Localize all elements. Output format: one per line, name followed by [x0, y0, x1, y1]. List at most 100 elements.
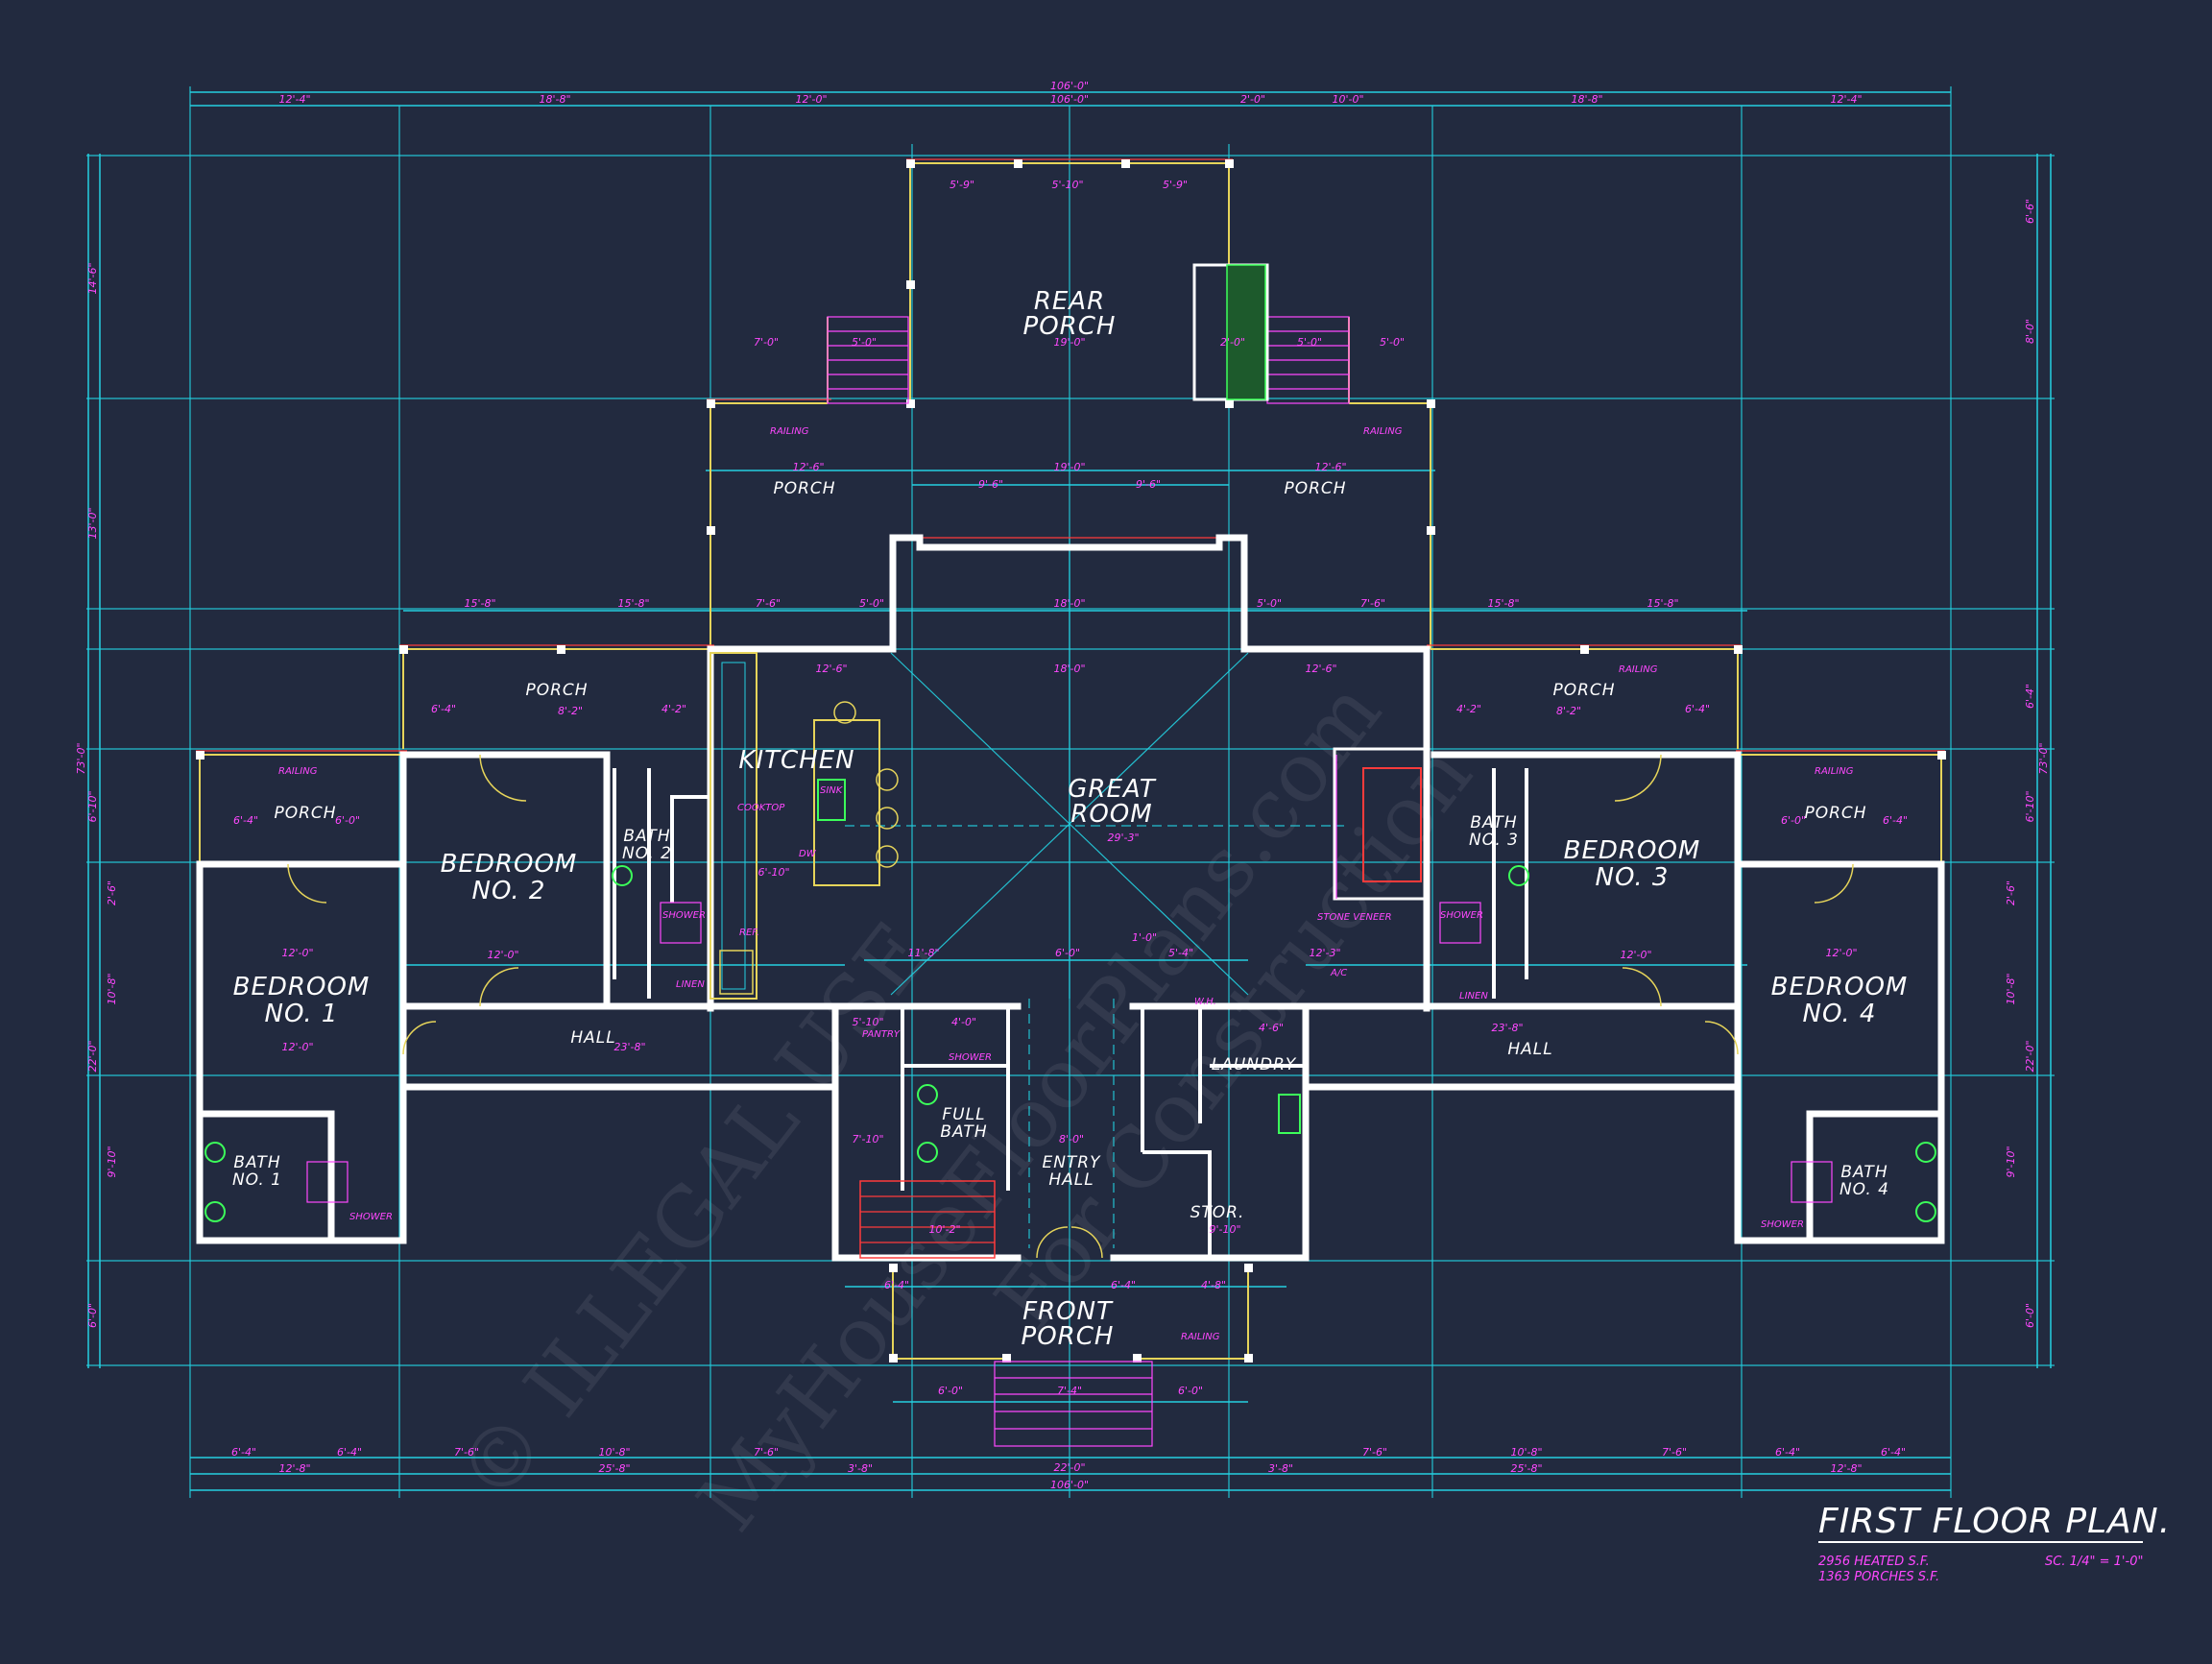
dim-wing-r-4: 15'-8": [1647, 597, 1678, 610]
watermark-text-1: © ILLEGAL USE: [440, 905, 950, 1520]
dim-right-7: 10'-8": [2005, 973, 2017, 1004]
dim-front-porch-2: 6'-4": [1111, 1279, 1136, 1291]
dim-great-room-w2: 18'-0": [1053, 663, 1085, 675]
bedroom-4-label-2: NO. 4: [1803, 1000, 1877, 1028]
note-stone-veneer: STONE VENEER: [1317, 912, 1392, 923]
walls: [196, 534, 1945, 1262]
dim-misc-10: 7'-10": [852, 1133, 883, 1146]
dim-porch-top-mid: 19'-0": [1053, 461, 1085, 473]
porch-columns: [196, 159, 1946, 1363]
porch-bed1-label: PORCH: [274, 804, 336, 823]
dim-bottom1-8: 7'-6": [1662, 1446, 1687, 1459]
dim-kitchen-w: 12'-6": [815, 663, 847, 675]
dim-bottom2-3: 3'-8": [848, 1462, 873, 1475]
dim-misc-1: 11'-8": [907, 947, 939, 959]
bath-2-label-1: BATH: [623, 827, 670, 846]
full-bath-label-1: FULL: [942, 1105, 985, 1124]
dim-left-4: 6'-10": [86, 790, 99, 822]
great-room-label-2: ROOM: [1070, 800, 1152, 829]
stor-label: STOR.: [1190, 1203, 1245, 1222]
bath-1-label-1: BATH: [233, 1153, 280, 1172]
dim-front-step-3: 6'-0": [1178, 1385, 1203, 1397]
dim-right-8: 22'-0": [2024, 1040, 2036, 1072]
hall-left-label: HALL: [570, 1028, 615, 1048]
dim-bottom1-4: 10'-8": [598, 1446, 630, 1459]
dim-front-porch-1: 6'-4": [884, 1279, 909, 1291]
rear-porch-label-2: PORCH: [1023, 312, 1117, 341]
bedroom-2-label-2: NO. 2: [472, 877, 546, 905]
bedroom-1-label-2: NO. 1: [265, 1000, 339, 1028]
kitchen-label: KITCHEN: [738, 746, 854, 775]
dim-top-seg-6: 18'-8": [1571, 93, 1602, 106]
dim-bed2-w: 12'-0": [487, 949, 518, 961]
dim-rear-seg-2: 5'-10": [1051, 179, 1083, 191]
note-pantry: PANTRY: [862, 1029, 901, 1040]
porch-bed4-label: PORCH: [1804, 804, 1866, 823]
dim-bottom2-7: 12'-8": [1830, 1462, 1862, 1475]
note-sink: SINK: [820, 785, 844, 796]
note-linen-left: LINEN: [676, 979, 705, 990]
dim-top-seg-4: 2'-0": [1240, 93, 1265, 106]
dim-hall-w: 23'-8": [613, 1041, 645, 1053]
dim-step-left-2: 5'-0": [852, 336, 877, 349]
note-linen-right: LINEN: [1459, 991, 1488, 1001]
bath-3-label-1: BATH: [1470, 813, 1517, 832]
dim-top-seg-3: 12'-0": [795, 93, 827, 106]
dim-kitchen-d: 6'-10": [757, 866, 789, 879]
note-shower-center: SHOWER: [949, 1052, 992, 1063]
dim-front-porch-3: 4'-8": [1201, 1279, 1226, 1291]
dim-step-right-2: 5'-0": [1380, 336, 1405, 349]
dimension-grid: [86, 86, 2055, 1498]
dimension-labels: 106'-0" 106'-0" 12'-4" 18'-8" 12'-0" 2'-…: [75, 80, 2050, 1491]
dim-overall-top: 106'-0": [1050, 80, 1089, 92]
dim-bottom1-1: 6'-4": [231, 1446, 256, 1459]
dim-hall-w-r: 23'-8": [1491, 1022, 1523, 1034]
dim-top-seg-2: 18'-8": [539, 93, 570, 106]
dim-porch-bed4-1: 6'-0": [1781, 814, 1806, 827]
dim-bottom2-5: 3'-8": [1268, 1462, 1293, 1475]
annotation-notes: RAILING RAILING RAILING RAILING RAILING …: [278, 426, 1854, 1342]
dim-overall-bottom: 106'-0": [1050, 1479, 1089, 1491]
porches-sf: 1363 PORCHES S.F.: [1818, 1570, 1939, 1584]
note-railing-4: RAILING: [1815, 766, 1854, 777]
dim-porch-sub-1: 9'-6": [978, 478, 1003, 491]
dim-left-1: 14'-6": [86, 262, 99, 294]
dim-porch-bed-r-1: 4'-2": [1456, 703, 1481, 715]
dim-bottom1-7: 10'-8": [1510, 1446, 1542, 1459]
plan-scale: SC. 1/4" = 1'-0": [2045, 1555, 2143, 1569]
note-cooktop: COOKTOP: [737, 803, 785, 813]
dim-bed3-w: 12'-0": [1620, 949, 1651, 961]
dim-step-right: 5'-0": [1297, 336, 1322, 349]
bedroom-4-label-1: BEDROOM: [1771, 973, 1909, 1001]
dim-misc-3: 1'-0": [1132, 931, 1157, 944]
dim-left-9: 6'-0": [86, 1303, 99, 1328]
dim-porch-bed1-2: 6'-0": [335, 814, 360, 827]
note-ac: A/C: [1330, 968, 1347, 978]
bedroom-2-label-1: BEDROOM: [441, 850, 578, 879]
note-shower-bath1: SHOWER: [349, 1212, 393, 1222]
dim-misc-6: 4'-6": [1259, 1022, 1284, 1034]
entry-hall-label-2: HALL: [1048, 1170, 1094, 1190]
dim-porch-bed-r-3: 6'-4": [1685, 703, 1710, 715]
dim-bed4-w: 12'-0": [1825, 947, 1857, 959]
dim-porch-bed4-2: 6'-4": [1883, 814, 1908, 827]
dim-wing-l-4: 5'-0": [859, 597, 884, 610]
dim-bottom1-6: 7'-6": [1362, 1446, 1387, 1459]
dim-bottom1-5: 7'-6": [754, 1446, 779, 1459]
dim-front-porch-w: 22'-0": [1053, 1461, 1085, 1474]
fireplaces: [1192, 263, 1429, 901]
dim-right-1: 6'-6": [2024, 199, 2036, 224]
dim-left-3: 73'-0": [75, 742, 87, 774]
dim-misc-7: 4'-0": [951, 1016, 976, 1028]
dim-front-step-1: 6'-0": [938, 1385, 963, 1397]
note-railing-2: RAILING: [1363, 426, 1403, 437]
porch-left-label: PORCH: [773, 479, 835, 498]
dim-bottom2-1: 12'-8": [278, 1462, 310, 1475]
dim-bottom2-6: 25'-8": [1510, 1462, 1542, 1475]
rear-porch-label-1: REAR: [1034, 287, 1105, 316]
dim-right-2: 8'-0": [2024, 319, 2036, 344]
dim-fireplace: 2'-0": [1220, 336, 1245, 349]
dim-porch-bed1-1: 6'-4": [233, 814, 258, 827]
dim-bottom1-2: 6'-4": [337, 1446, 362, 1459]
